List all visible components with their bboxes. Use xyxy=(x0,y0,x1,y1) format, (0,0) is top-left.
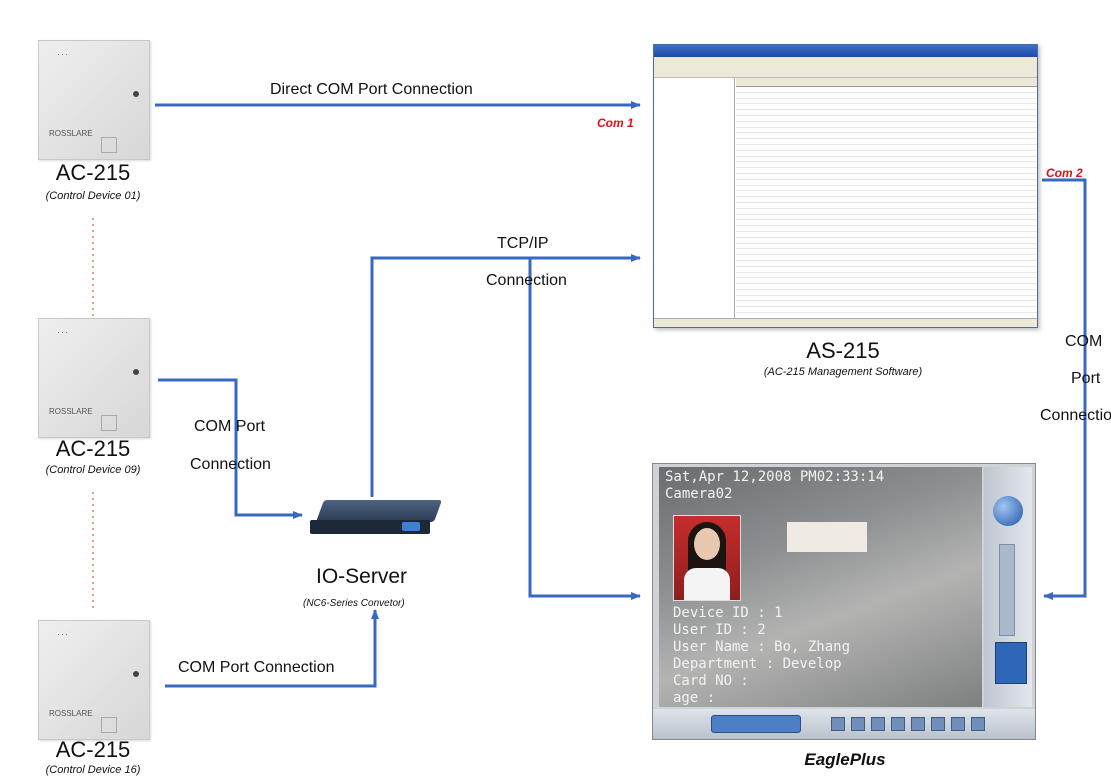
control-device-01-image: ···ROSSLARE xyxy=(38,40,150,160)
user-photo xyxy=(673,515,741,601)
com-right-label-line2: Port xyxy=(1071,370,1101,387)
tcpip-line xyxy=(370,254,641,497)
camera-timestamp: Sat,Apr 12,2008 PM02:33:14 xyxy=(665,469,885,485)
device-01-subtitle: (Control Device 01) xyxy=(45,190,141,202)
tcpip-label-line2: Connection xyxy=(486,272,567,289)
globe-icon xyxy=(993,496,1023,526)
direct-com-label: Direct COM Port Connection xyxy=(270,81,473,98)
tcpip-label-line1: TCP/IP xyxy=(497,235,549,252)
osd-department: Department : Develop xyxy=(673,656,842,672)
io-server-subtitle: (NC6-Series Convetor) xyxy=(303,598,405,609)
com1-label: Com 1 xyxy=(597,116,634,130)
tcpip-to-camera-line xyxy=(528,258,641,600)
device-09-subtitle: (Control Device 09) xyxy=(45,464,141,476)
osd-card-no: Card NO : xyxy=(673,673,749,689)
com-right-label-line1: COM xyxy=(1065,333,1103,350)
osd-user-id: User ID : 2 xyxy=(673,622,766,638)
device16-to-ioserver-line xyxy=(165,609,379,688)
software-title: AS-215 xyxy=(806,338,880,363)
device09-to-ioserver-line xyxy=(158,378,303,519)
eagleplus-camera-image: Sat,Apr 12,2008 PM02:33:14 Camera02 Devi… xyxy=(652,463,1036,740)
osd-device-id: Device ID : 1 xyxy=(673,605,783,621)
control-device-09-image: ···ROSSLARE xyxy=(38,318,150,438)
com2-label: Com 2 xyxy=(1046,166,1083,180)
osd-age: age : xyxy=(673,690,716,706)
device-01-title: AC-215 xyxy=(55,160,131,185)
ptz-slider xyxy=(999,544,1015,636)
com-port-single-label: COM Port Connection xyxy=(178,659,335,676)
bottom-display xyxy=(711,715,801,733)
device-09-title: AC-215 xyxy=(55,436,131,461)
io-server-title: IO-Server xyxy=(316,565,408,588)
camera-name: Camera02 xyxy=(665,486,733,502)
control-buttons xyxy=(995,642,1027,684)
software-window-image xyxy=(653,44,1038,328)
com-right-label-line3: Connection xyxy=(1040,407,1111,424)
osd-user-name: User Name : Bo, Zhang xyxy=(673,639,851,655)
com-port-label-line2: Connection xyxy=(190,456,271,473)
com2-to-camera-line xyxy=(1042,178,1087,600)
control-device-16-image: ···ROSSLARE xyxy=(38,620,150,740)
software-subtitle: (AC-215 Management Software) xyxy=(763,366,923,378)
device-16-subtitle: (Control Device 16) xyxy=(45,764,141,776)
com-port-label-line1: COM Port xyxy=(194,418,266,435)
device-16-title: AC-215 xyxy=(55,737,131,762)
eagleplus-title: EaglePlus xyxy=(804,750,886,769)
